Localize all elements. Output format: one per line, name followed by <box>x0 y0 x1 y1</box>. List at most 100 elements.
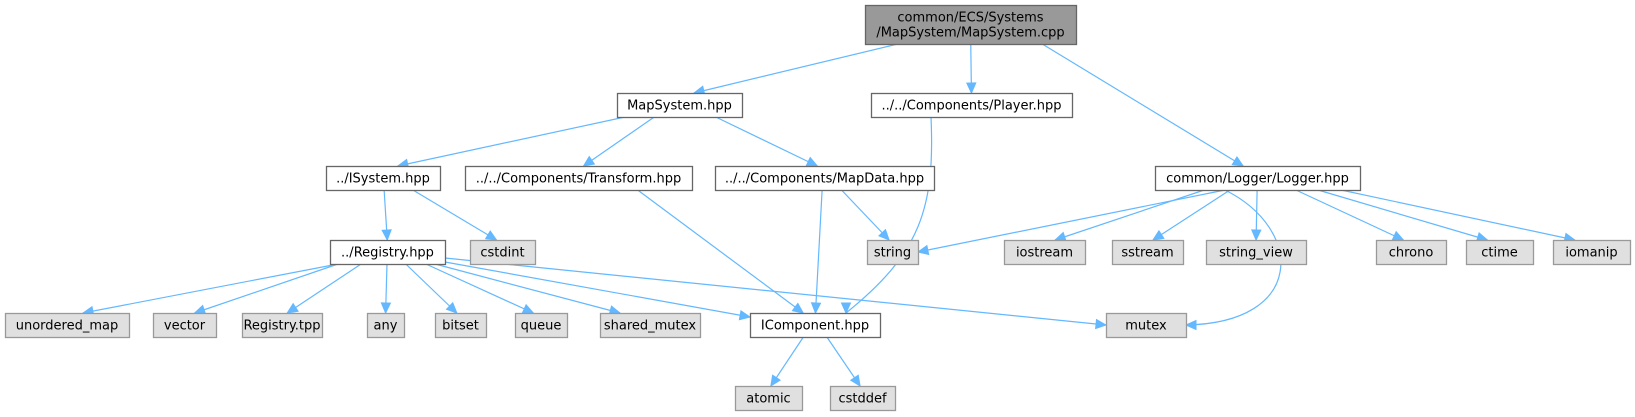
arrowhead-icon <box>1151 229 1165 241</box>
node-registry-tpp: Registry.tpp <box>241 312 324 339</box>
edge-line <box>814 189 823 314</box>
node-label: ../ISystem.hpp <box>336 172 430 187</box>
node-label: queue <box>521 319 562 334</box>
node-queue: queue <box>514 312 569 339</box>
node-unordered-map: unordered_map <box>4 312 131 339</box>
arrowhead-icon <box>521 303 535 314</box>
arrowhead-icon <box>810 302 822 315</box>
edge-root-to-logger_hpp <box>1041 43 1245 167</box>
edge-line <box>444 257 1107 326</box>
edge-line <box>397 116 626 167</box>
edge-root-to-mapsystem_hpp <box>692 43 898 96</box>
node-label: unordered_map <box>16 319 119 334</box>
node-icomponent-hpp[interactable]: IComponent.hpp <box>749 312 882 339</box>
node-box <box>829 385 897 412</box>
node-box <box>714 165 936 192</box>
node-box <box>870 92 1074 119</box>
edge-transform_hpp-to-icomponent_hpp <box>637 189 805 314</box>
node-label: any <box>374 319 398 334</box>
node-label: string_view <box>1219 246 1293 261</box>
edge-line <box>693 43 898 94</box>
node-any: any <box>366 312 406 339</box>
edge-line <box>845 116 933 314</box>
node-label: ../../Components/MapData.hpp <box>725 172 924 187</box>
arrowhead-icon <box>878 228 890 241</box>
node-box <box>734 385 804 412</box>
edge-isystem_hpp-to-cstdint <box>412 189 498 241</box>
edge-line <box>425 263 534 314</box>
node-player-hpp[interactable]: ../../Components/Player.hpp <box>870 92 1074 119</box>
node-box <box>366 312 406 339</box>
node-label: string <box>874 246 911 261</box>
node-label: chrono <box>1389 246 1434 261</box>
node-box <box>469 239 537 266</box>
node-label: common/Logger/Logger.hpp <box>1166 172 1349 187</box>
edge-line <box>715 116 818 167</box>
edge-player_hpp-to-icomponent_hpp <box>840 116 933 315</box>
node-box <box>152 312 218 339</box>
arrowhead-icon <box>286 302 299 314</box>
arrowhead-icon <box>1251 229 1262 242</box>
edge-line <box>583 116 655 167</box>
node-box <box>749 312 882 339</box>
node-atomic: atomic <box>734 385 804 412</box>
edge-logger_hpp-to-iostream <box>1053 189 1205 242</box>
node-box <box>864 4 1078 46</box>
node-box <box>1111 239 1185 266</box>
node-label: sstream <box>1121 246 1173 261</box>
node-bitset: bitset <box>434 312 488 339</box>
node-logger-hpp[interactable]: common/Logger/Logger.hpp <box>1154 165 1362 192</box>
edge-line <box>405 263 458 314</box>
node-box <box>514 312 569 339</box>
arrowhead-icon <box>1095 318 1108 330</box>
node-transform-hpp[interactable]: ../../Components/Transform.hpp <box>464 165 694 192</box>
edge-logger_hpp-to-iomanip <box>1340 189 1576 243</box>
node-label: common/ECS/Systems <box>897 11 1043 26</box>
arrowhead-icon <box>445 301 458 314</box>
node-box <box>1552 239 1632 266</box>
node-label: vector <box>164 319 206 334</box>
edge-line <box>1185 189 1282 326</box>
edge-line <box>1054 189 1205 241</box>
edge-line <box>444 261 751 318</box>
node-box <box>1154 165 1362 192</box>
edge-line <box>637 189 804 314</box>
node-cstdint: cstdint <box>469 239 537 266</box>
node-box <box>599 312 702 339</box>
node-box <box>866 239 920 266</box>
edge-logger_hpp-to-mutex <box>1184 189 1282 331</box>
edge-registry_hpp-to-icomponent_hpp <box>444 261 752 321</box>
node-box <box>1105 312 1188 339</box>
edge-logger_hpp-to-string_view <box>1251 189 1262 242</box>
node-iostream: iostream <box>1003 239 1087 266</box>
node-label: Registry.tpp <box>243 319 320 334</box>
node-label: MapSystem.hpp <box>627 99 732 114</box>
node-string-view: string_view <box>1205 239 1308 266</box>
node-box <box>241 312 324 339</box>
node-isystem-hpp[interactable]: ../ISystem.hpp <box>325 165 442 192</box>
edge-line <box>1295 189 1404 241</box>
arrowhead-icon <box>966 82 977 95</box>
node-box <box>1003 239 1087 266</box>
edge-root-to-player_hpp <box>966 43 977 95</box>
node-registry-hpp[interactable]: ../Registry.hpp <box>329 239 447 266</box>
arrowhead-icon <box>1053 231 1067 242</box>
arrowhead-icon <box>1184 319 1197 331</box>
node-cstddef: cstddef <box>829 385 897 412</box>
nodes-layer: common/ECS/Systems/MapSystem/MapSystem.c… <box>4 4 1632 412</box>
node-label: ../../Components/Transform.hpp <box>476 172 681 187</box>
node-mapdata-hpp[interactable]: ../../Components/MapData.hpp <box>714 165 936 192</box>
edge-mapdata_hpp-to-string <box>841 189 890 241</box>
edge-mapdata_hpp-to-icomponent_hpp <box>810 189 823 315</box>
node-mapsystem-hpp[interactable]: MapSystem.hpp <box>616 92 744 119</box>
arrowhead-icon <box>805 156 819 167</box>
node-vector: vector <box>152 312 218 339</box>
node-sstream: sstream <box>1111 239 1185 266</box>
edge-registry_hpp-to-mutex <box>444 257 1108 330</box>
node-chrono: chrono <box>1375 239 1448 266</box>
arrowhead-icon <box>791 302 805 314</box>
arrowhead-icon <box>770 374 782 388</box>
node-box <box>1205 239 1308 266</box>
node-root[interactable]: common/ECS/Systems/MapSystem/MapSystem.c… <box>864 4 1078 46</box>
